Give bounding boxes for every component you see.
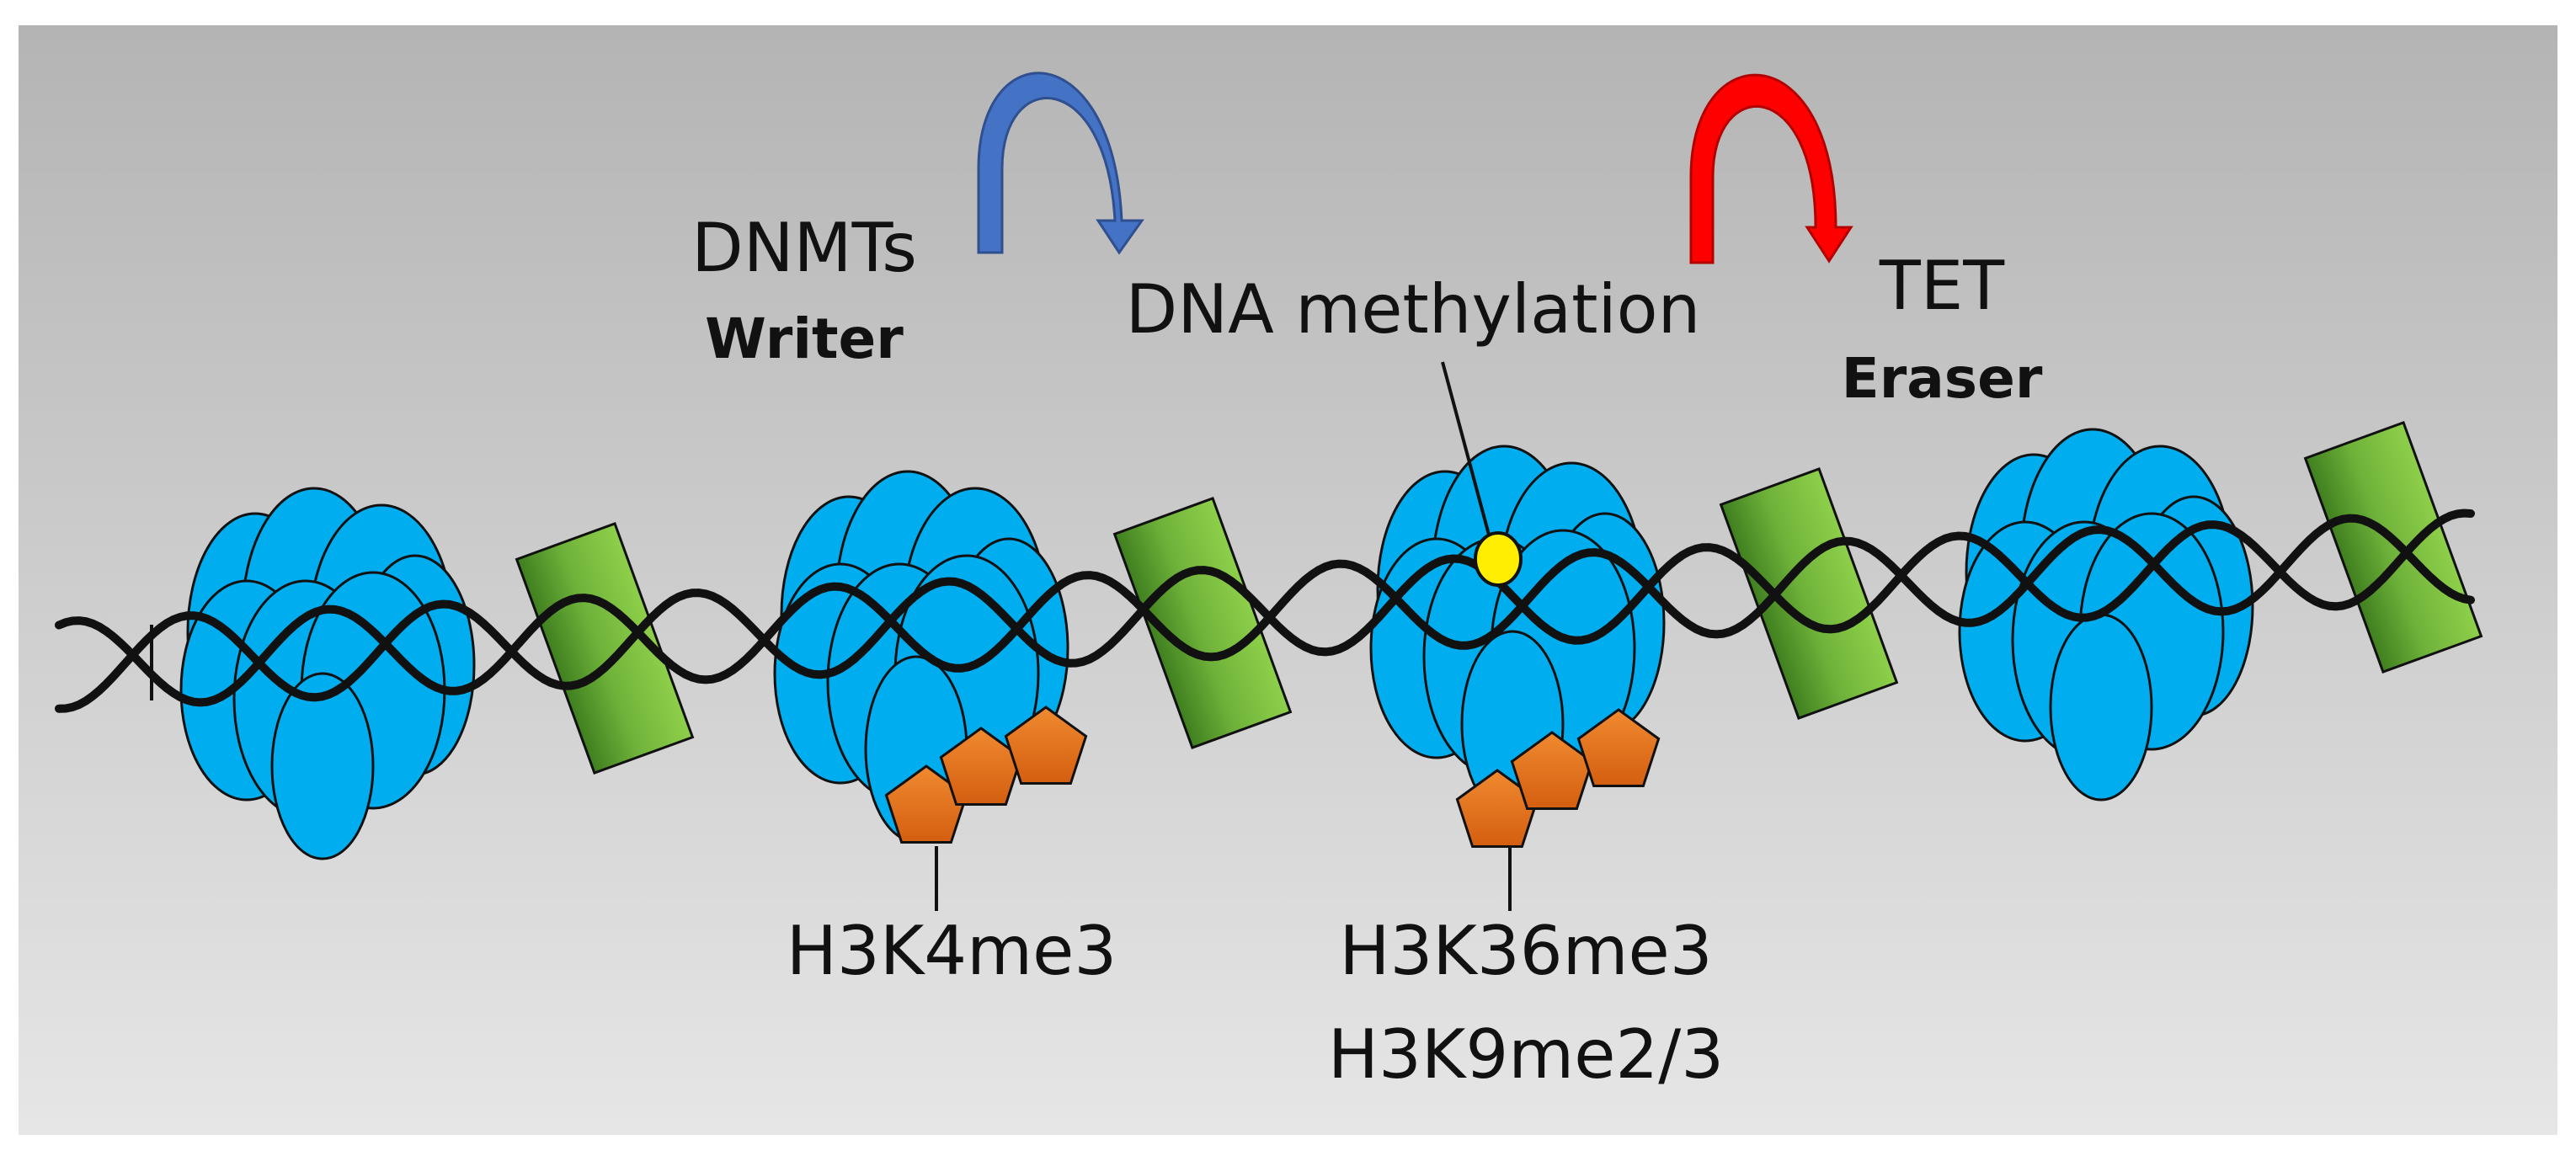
histone-modification-icon xyxy=(1004,706,1088,785)
eraser-enzyme-label: TET xyxy=(1879,247,2005,325)
methyl-group-icon xyxy=(1474,531,1523,587)
linker-block-icon xyxy=(515,522,695,775)
eraser-arrow-icon xyxy=(1689,73,1853,264)
methylation-pointer-line xyxy=(1441,361,1494,548)
writer-role-label: Writer xyxy=(705,306,904,371)
histone-mark-h3k36me3-label: H3K36me3 xyxy=(1339,912,1712,990)
histone-modification-layer xyxy=(884,706,1661,848)
eraser-role-label: Eraser xyxy=(1842,346,2043,411)
linker-block-icon xyxy=(2303,421,2483,674)
histone-mark-h3k4me3-label: H3K4me3 xyxy=(787,912,1117,990)
linker-layer xyxy=(515,421,2483,775)
writer-enzyme-label: DNMTs xyxy=(691,209,917,287)
linker-block-icon xyxy=(1112,497,1293,749)
writer-arrow-icon xyxy=(977,72,1144,255)
histone-mark-h3k9me23-label: H3K9me2/3 xyxy=(1328,1015,1724,1094)
dna-strand-b xyxy=(55,514,2475,707)
dna-strand-a xyxy=(55,509,2475,713)
dna-methylation-label: DNA methylation xyxy=(1126,270,1701,349)
histone-modification-icon xyxy=(1576,708,1661,787)
dna-double-helix xyxy=(55,509,2475,713)
nucleosome-icon xyxy=(1369,445,1666,818)
